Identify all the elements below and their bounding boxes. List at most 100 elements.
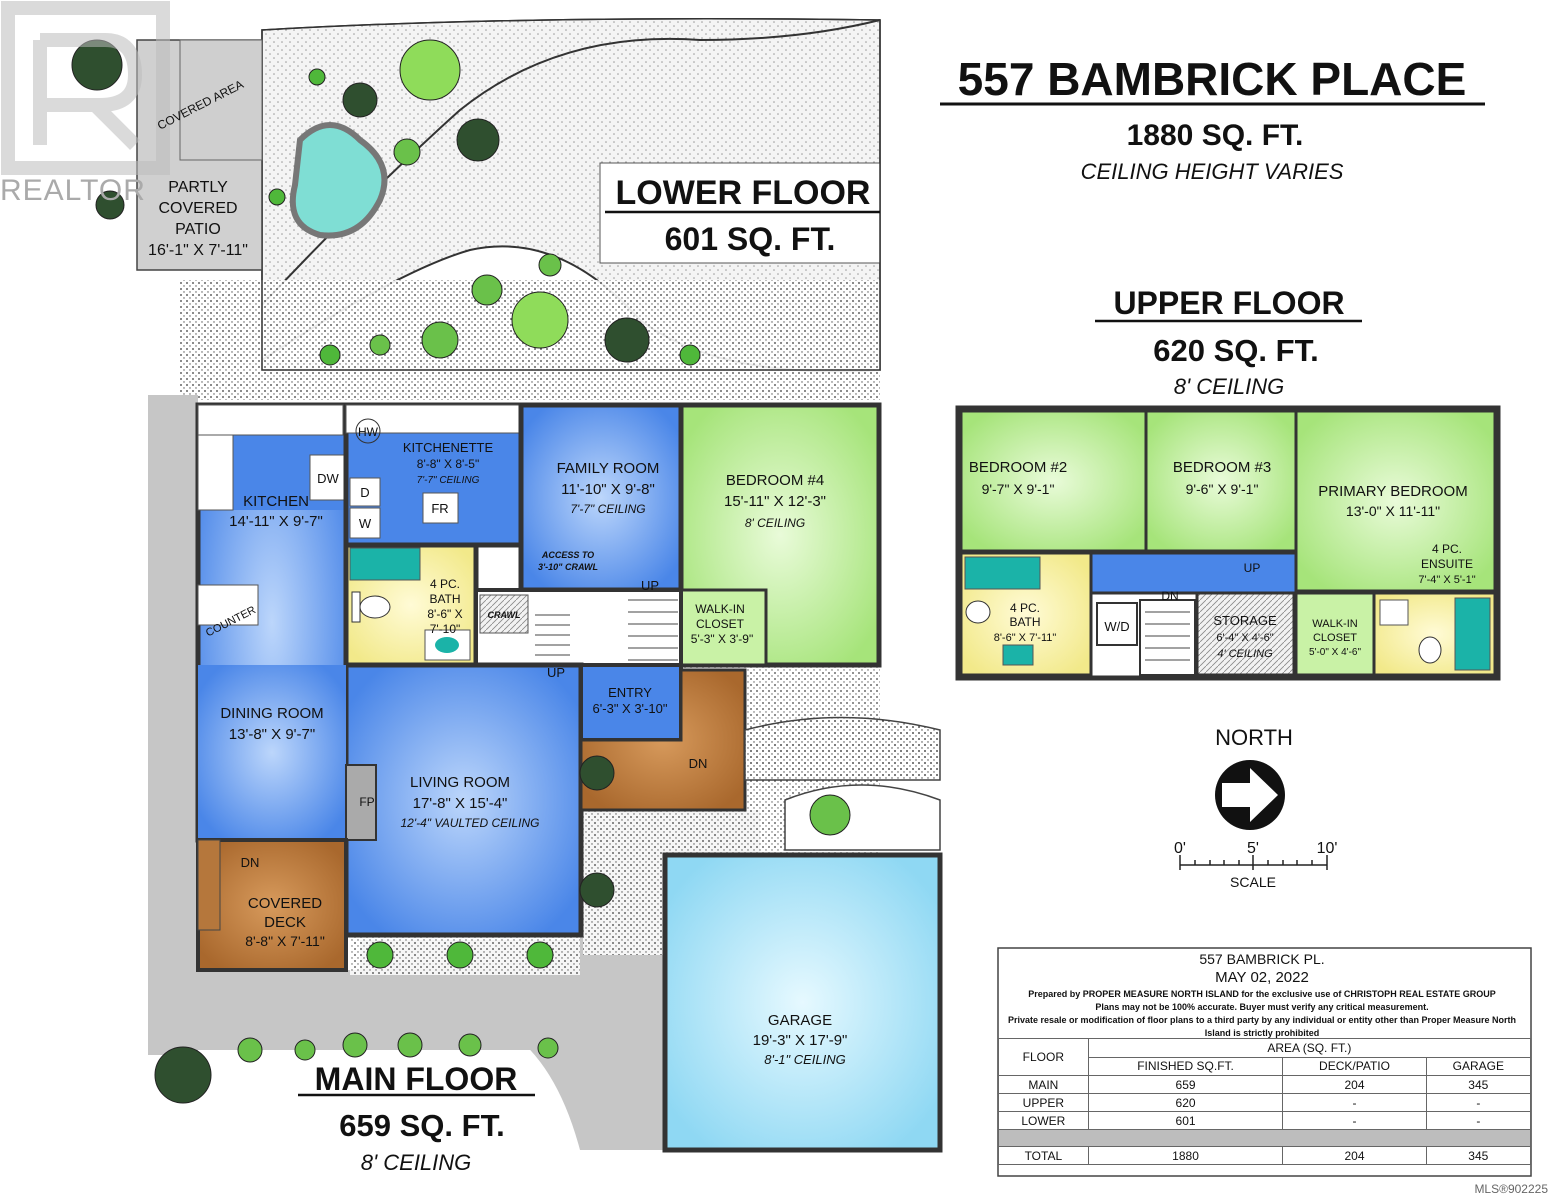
kitchenette-ceiling: 7'-7" CEILING: [417, 475, 480, 486]
dw-box: [309, 454, 347, 501]
dining-dims: 13'-8" X 9'-7": [229, 726, 315, 743]
spacer-row: [998, 1129, 1531, 1147]
total-finished: 1880: [1087, 1146, 1284, 1165]
row-floor: LOWER: [998, 1111, 1089, 1130]
hw-label: HW: [358, 425, 379, 439]
deck-dims: 8'-8" X 7'-11": [245, 933, 325, 949]
row-floor: UPPER: [998, 1093, 1089, 1112]
toilet-tank: [351, 591, 361, 623]
bedroom2-area: [959, 409, 1148, 553]
upper-walkin-line2: CLOSET: [1313, 632, 1357, 644]
access-label-1: ACCESS TO: [541, 550, 594, 560]
row-garage: -: [1425, 1111, 1532, 1130]
hw-tank: [355, 418, 381, 444]
wd-box: [1096, 602, 1138, 646]
table-row: MAIN 659 204 345: [998, 1075, 1532, 1094]
kitchenette-dims: 8'-8" X 8'-5": [417, 457, 479, 471]
ensuite-line2: ENSUITE: [1421, 557, 1473, 571]
realtor-logo-r: [33, 33, 143, 150]
row-garage: 345: [1425, 1075, 1532, 1094]
deck-line1: COVERED: [248, 895, 322, 912]
storage-name: STORAGE: [1213, 613, 1277, 628]
floor-header: FLOOR: [998, 1038, 1089, 1076]
upper-bath-line2: BATH: [1009, 615, 1040, 629]
bedroom4-dims: 15'-11" X 12'-3": [724, 493, 826, 510]
walkin-line2: CLOSET: [696, 617, 745, 631]
walkin-closet-area: [679, 588, 768, 667]
dining-area: [198, 665, 346, 840]
tub: [349, 547, 421, 581]
yard-overlay: [261, 18, 881, 371]
family-name: FAMILY ROOM: [557, 460, 660, 477]
table-row: UPPER 620 - -: [998, 1093, 1532, 1112]
mls-watermark: MLS®902225: [1474, 1182, 1548, 1196]
main-floor-ceiling: 8' CEILING: [361, 1150, 472, 1175]
col-garage: GARAGE: [1425, 1056, 1532, 1076]
upper-floor-name: UPPER FLOOR: [1113, 285, 1344, 321]
north-label: NORTH: [1215, 725, 1293, 750]
garage-dims: 19'-3" X 17'-9": [753, 1032, 848, 1049]
upper-bath-line1: 4 PC.: [1010, 601, 1040, 615]
entry-name: ENTRY: [608, 685, 652, 700]
scale-ten: 10': [1317, 840, 1338, 857]
d-box: [349, 477, 381, 507]
total-row: TOTAL 1880 204 345: [998, 1146, 1532, 1165]
up-label-1: UP: [641, 578, 659, 593]
w-box: [349, 507, 381, 539]
north-arrow-shape: [1222, 768, 1278, 822]
bedroom2-dims: 9'-7" X 9'-1": [982, 481, 1055, 497]
entry-dims: 6'-3" X 3'-10": [593, 701, 668, 716]
walkway-left: [148, 395, 198, 1055]
info-address: 557 BAMBRICK PL.: [1199, 951, 1324, 967]
walkin-dims: 5'-3" X 3'-9": [691, 632, 753, 646]
bath-line3: 8'-6" X: [427, 607, 462, 621]
walkin-line1: WALK-IN: [695, 602, 745, 616]
scale-label: SCALE: [1230, 874, 1276, 890]
row-finished: 620: [1087, 1093, 1284, 1112]
counter-island: [197, 584, 259, 626]
bedroom3-dims: 9'-6" X 9'-1": [1186, 481, 1259, 497]
upper-stairs: [1139, 599, 1196, 676]
dining-name: DINING ROOM: [220, 705, 323, 722]
scale-zero: 0': [1174, 840, 1186, 857]
crawl-area: [479, 594, 529, 634]
bedroom3-name: BEDROOM #3: [1173, 459, 1271, 476]
stairs-lines: [535, 599, 678, 661]
bedroom4-name: BEDROOM #4: [726, 472, 824, 489]
realtor-logo-box: [1, 1, 170, 175]
living-ceiling: 12'-4" VAULTED CEILING: [400, 816, 539, 830]
access-label-2: 3'-10" CRAWL: [538, 562, 598, 572]
total-garage: 345: [1425, 1146, 1532, 1165]
d-label: D: [360, 485, 369, 500]
table-spacer: [998, 1129, 1531, 1147]
front-planter: [744, 716, 941, 781]
walkway: [150, 400, 760, 1150]
garage-ceiling: 8'-1" CEILING: [764, 1052, 846, 1067]
deck-line2: DECK: [264, 914, 306, 931]
fr-label: FR: [431, 501, 448, 516]
info-line1: Prepared by PROPER MEASURE NORTH ISLAND …: [1028, 989, 1495, 999]
row-deck: -: [1282, 1111, 1427, 1130]
living-name: LIVING ROOM: [410, 774, 510, 791]
patio-line2: COVERED: [158, 200, 237, 217]
info-line3: Private resale or modification of floor …: [1008, 1015, 1516, 1025]
upper-floor-ceiling: 8' CEILING: [1174, 374, 1285, 399]
ensuite-sink: [1379, 599, 1409, 626]
garage-area: [662, 852, 943, 1153]
primary-area: [1294, 409, 1497, 593]
toilet-bowl: [359, 595, 391, 619]
dn-label-2: DN: [241, 855, 260, 870]
ensuite-tub: [1454, 597, 1491, 671]
fp-label: FP: [359, 795, 374, 809]
pond: [289, 122, 388, 239]
kitchenette-name: KITCHENETTE: [403, 440, 494, 455]
kitchen-name: KITCHEN: [243, 493, 309, 510]
crawl-label: CRAWL: [488, 610, 521, 620]
bath-line4: 7'-10": [430, 622, 461, 636]
upper-tub: [964, 556, 1041, 590]
fireplace: [345, 764, 377, 841]
main-floor-area: 659 SQ. FT.: [339, 1108, 504, 1143]
area-header: AREA (SQ. FT.): [1087, 1038, 1532, 1058]
dn-label-1: DN: [689, 756, 708, 771]
trees: [71, 39, 851, 1104]
